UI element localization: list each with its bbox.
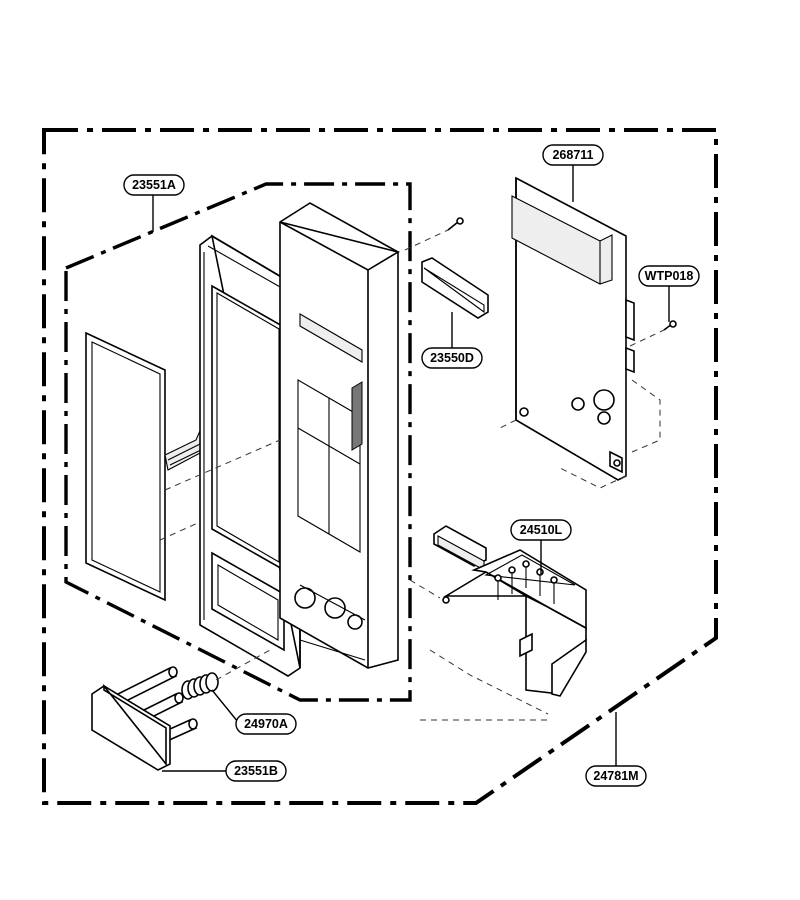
callout-268711: 268711 (542, 144, 604, 166)
callout-24970A: 24970A (235, 713, 297, 735)
callout-24510L: 24510L (510, 519, 572, 541)
svg-text:24510L: 24510L (520, 523, 563, 537)
spring (181, 672, 219, 700)
svg-text:23550D: 23550D (430, 351, 474, 365)
svg-text:WTP018: WTP018 (645, 269, 694, 283)
control-housing (279, 202, 401, 669)
pcb-board (511, 176, 635, 481)
membrane-panel (85, 331, 215, 602)
assembly-boundary (42, 128, 718, 805)
screw-top (447, 217, 464, 231)
svg-text:23551A: 23551A (132, 178, 176, 192)
front-frame (199, 234, 301, 677)
push-button (91, 666, 198, 771)
callout-23550D: 23550D (421, 347, 483, 369)
subassembly-boundary (64, 182, 412, 702)
latch-assembly (433, 525, 587, 697)
svg-text:24970A: 24970A (244, 717, 288, 731)
callout-23551A: 23551A (123, 174, 185, 196)
screw-pcb (663, 320, 677, 331)
svg-text:23551B: 23551B (234, 764, 278, 778)
svg-text:268711: 268711 (552, 148, 593, 162)
label-sheet (421, 257, 489, 319)
callout-23551B: 23551B (225, 760, 287, 782)
svg-text:24781M: 24781M (593, 769, 638, 783)
callout-24781M: 24781M (585, 765, 647, 787)
callout-WTP018: WTP018 (638, 265, 700, 287)
